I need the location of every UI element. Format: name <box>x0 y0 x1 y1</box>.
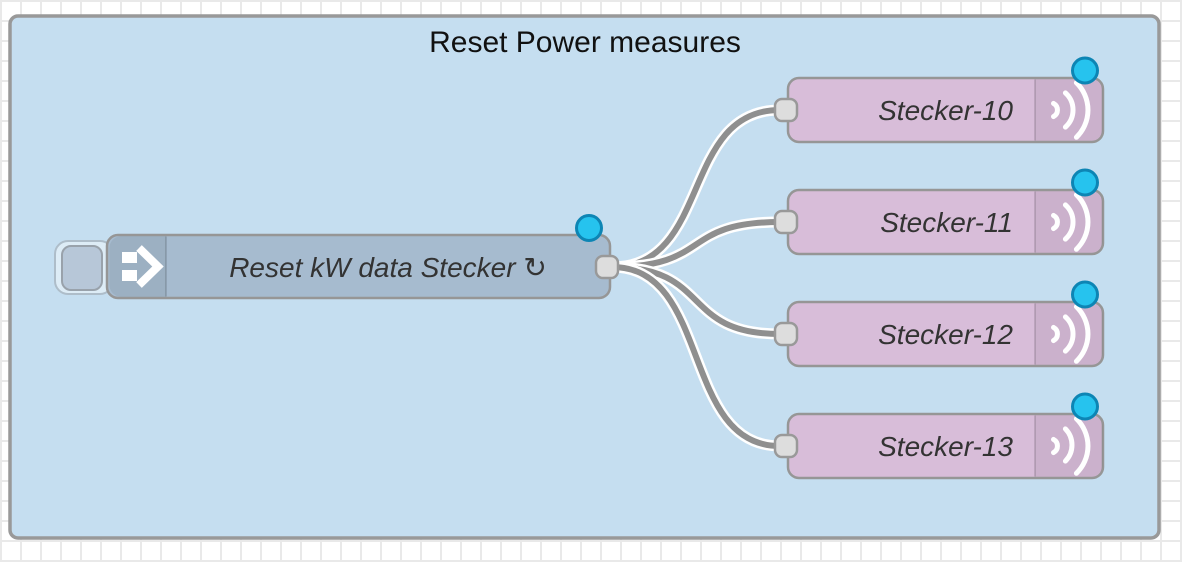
device-node-label: Stecker-11 <box>880 207 1013 238</box>
modified-indicator-dot <box>575 214 603 242</box>
inject-icon-shade <box>109 236 166 297</box>
device-input-port[interactable] <box>773 97 799 123</box>
device-input-port[interactable] <box>773 433 799 459</box>
node-stecker-12[interactable]: Stecker-12 <box>773 280 1105 368</box>
wire[interactable] <box>609 264 783 449</box>
inject-arrow-icon <box>122 245 164 288</box>
device-input-port[interactable] <box>773 321 799 347</box>
inject-trigger-button[interactable] <box>61 245 103 291</box>
wireless-signal-icon <box>1051 304 1091 364</box>
node-inject[interactable]: Reset kW data Stecker ↻ <box>54 214 620 300</box>
node-stecker-13[interactable]: Stecker-13 <box>773 392 1105 480</box>
device-icon-shade <box>1035 79 1103 141</box>
wire-inject-to-stecker-13[interactable] <box>606 261 786 452</box>
wireless-signal-icon <box>1051 192 1091 252</box>
device-node-label: Stecker-13 <box>878 431 1013 462</box>
wires <box>606 104 786 452</box>
inject-output-port[interactable] <box>594 254 620 280</box>
wireless-signal-icon <box>1051 80 1091 140</box>
modified-indicator-dot <box>1071 56 1099 85</box>
node-stecker-10[interactable]: Stecker-10 <box>773 56 1105 144</box>
device-icon-shade <box>1035 303 1103 365</box>
device-icon-shade <box>1035 415 1103 477</box>
modified-indicator-dot <box>1071 168 1099 197</box>
wireless-signal-icon <box>1051 416 1091 476</box>
inject-node-label: Reset kW data Stecker ↻ <box>229 252 547 283</box>
device-node-label: Stecker-10 <box>878 95 1013 126</box>
device-icon-shade <box>1035 191 1103 253</box>
modified-indicator-dot <box>1071 392 1099 421</box>
device-node-label: Stecker-12 <box>878 319 1013 350</box>
node-stecker-11[interactable]: Stecker-11 <box>773 168 1105 256</box>
group-title: Reset Power measures <box>429 26 741 59</box>
modified-indicator-dot <box>1071 280 1099 309</box>
device-input-port[interactable] <box>773 209 799 235</box>
